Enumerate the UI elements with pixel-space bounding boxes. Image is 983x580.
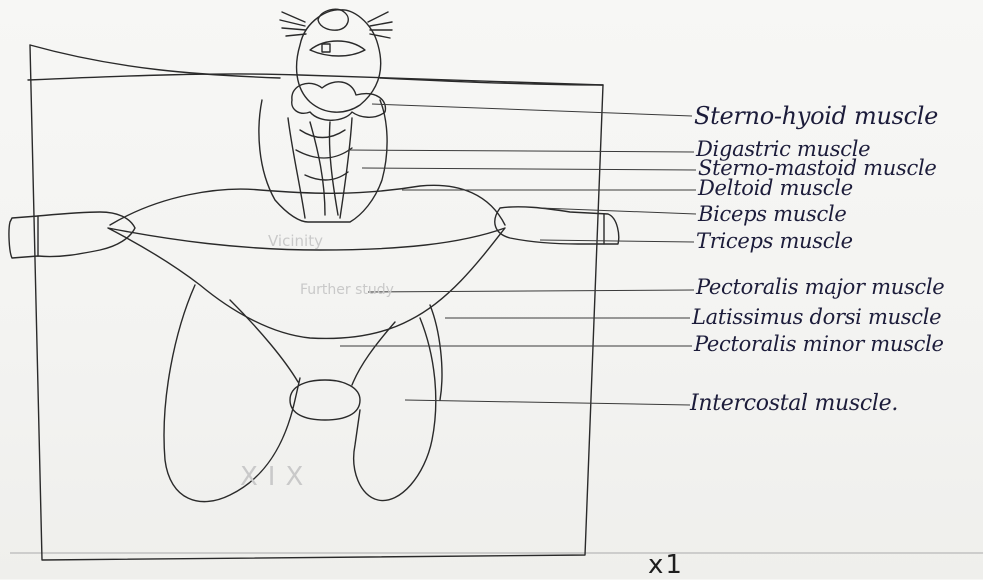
label-latissimus-dorsi: Latissimus dorsi muscle <box>692 307 941 328</box>
leader-digastric <box>348 150 694 152</box>
incisor-teeth <box>322 44 330 52</box>
snout-outline <box>297 10 381 112</box>
leader-triceps <box>540 240 694 242</box>
show-through-tag: Further study <box>300 282 394 298</box>
label-intercostal: Intercostal muscle. <box>690 393 898 415</box>
mouth-outline <box>310 41 365 56</box>
label-pectoralis-minor: Pectoralis minor muscle <box>694 334 944 355</box>
right-forelimb-outline <box>495 207 619 244</box>
sterno-hyoid-muscle-shape <box>292 82 386 120</box>
left-forelimb-outline <box>9 212 135 258</box>
show-through-word: Vicinity <box>268 232 323 250</box>
nose-outline <box>318 9 348 30</box>
deltoid-muscle-shape <box>110 185 505 225</box>
sterno-mastoid-muscle-shape <box>288 118 352 218</box>
show-through-numeral: XIX <box>240 462 313 492</box>
intercostal-muscle-shape <box>290 380 360 420</box>
label-sterno-hyoid: Sterno-hyoid muscle <box>694 104 938 128</box>
whiskers-left <box>280 12 306 36</box>
magnification-label: x1 <box>648 550 684 580</box>
digastric-muscle-shape <box>296 130 352 180</box>
label-deltoid: Deltoid muscle <box>698 178 853 199</box>
leader-intercostal <box>405 400 690 405</box>
right-abdominal-lobe <box>354 318 436 501</box>
label-biceps: Biceps muscle <box>698 204 846 225</box>
label-triceps: Triceps muscle <box>696 231 853 252</box>
pectoralis-minor-muscle-shape <box>230 300 395 385</box>
whiskers-right <box>368 12 392 38</box>
leader-pectoralis-major <box>368 290 694 292</box>
leader-sterno-hyoid <box>372 104 692 116</box>
dissection-board-outline <box>30 45 603 560</box>
neck-outline <box>259 100 387 222</box>
leader-sterno-mastoid <box>362 168 696 170</box>
label-pectoralis-major: Pectoralis major muscle <box>696 277 944 298</box>
